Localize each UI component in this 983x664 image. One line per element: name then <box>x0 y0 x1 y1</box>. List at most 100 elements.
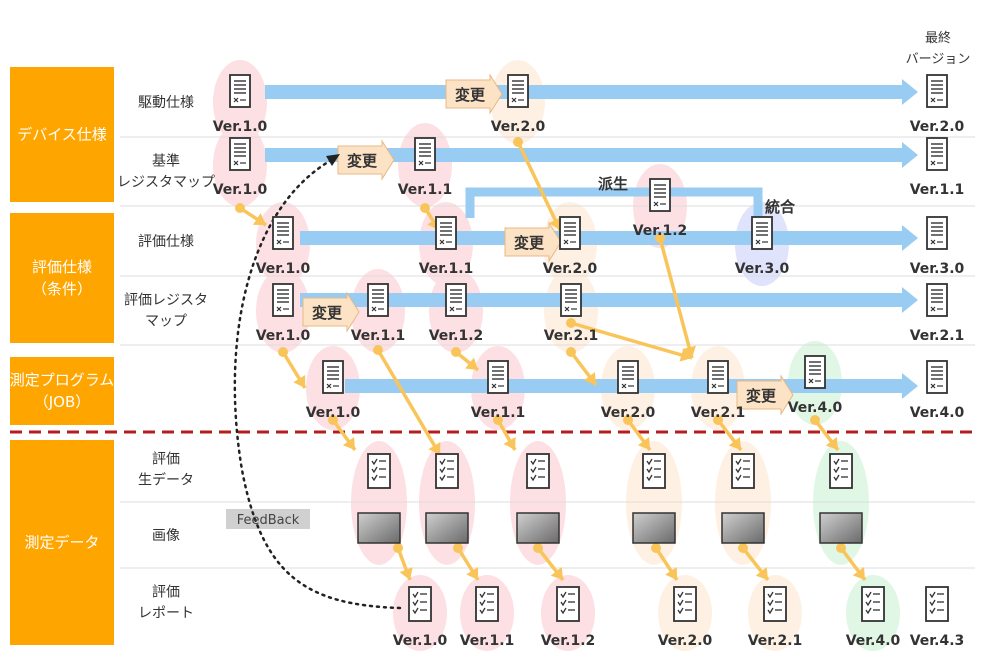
connector-arrowhead <box>252 213 266 225</box>
flow-connector <box>570 321 693 360</box>
document-icon <box>707 360 729 394</box>
check-mark <box>677 607 684 615</box>
category-label: 評価仕様 <box>32 258 92 276</box>
document-icon <box>367 283 389 317</box>
document-icon <box>751 216 773 250</box>
connector-dot <box>836 543 846 553</box>
image-icon <box>819 512 863 544</box>
document-icon <box>435 216 457 250</box>
version-label: Ver.1.0 <box>256 261 311 277</box>
feedback-arrowhead <box>326 154 340 166</box>
connector-arrowhead <box>852 567 865 580</box>
document-mark <box>371 306 377 312</box>
document-mark <box>653 201 659 207</box>
version-label: Ver.3.0 <box>910 261 965 277</box>
document-mark <box>276 239 282 245</box>
row-label: 駆動仕様 <box>138 95 194 111</box>
checklist-icon <box>829 453 853 489</box>
check-mark <box>412 599 419 607</box>
document-icon <box>322 360 344 394</box>
version-label: Ver.1.0 <box>306 405 361 421</box>
version-label: Ver.4.3 <box>910 633 965 649</box>
connector-dot <box>513 137 523 147</box>
connector-arrowhead <box>825 437 838 450</box>
category-label: 測定データ <box>24 534 99 552</box>
check-mark <box>735 474 742 482</box>
document-icon <box>229 74 251 108</box>
check-mark <box>735 458 742 466</box>
check-mark <box>735 466 742 474</box>
change-arrow <box>736 374 794 416</box>
checklist-icon <box>925 586 949 622</box>
change-arrow <box>302 291 360 333</box>
flow-connector <box>516 141 562 231</box>
document-icon <box>926 216 948 250</box>
connector-arrowhead <box>755 567 768 580</box>
document-icon <box>507 74 529 108</box>
version-label: Ver.1.2 <box>541 633 596 649</box>
check-mark <box>767 607 774 615</box>
document-mark <box>930 160 936 166</box>
category-label: （JOB） <box>34 393 91 411</box>
row-label: 評価 <box>152 452 180 468</box>
check-mark <box>412 607 419 615</box>
image-icon <box>425 512 469 544</box>
version-label: Ver.1.2 <box>429 328 484 344</box>
check-mark <box>479 591 486 599</box>
document-mark <box>621 383 627 389</box>
document-mark <box>233 160 239 166</box>
change-label: 変更 <box>455 86 486 104</box>
connector-dot <box>533 543 543 553</box>
version-label: Ver.1.2 <box>633 223 688 239</box>
check-mark <box>929 599 936 607</box>
document-mark <box>711 383 717 389</box>
document-mark <box>449 306 455 312</box>
version-label: Ver.1.1 <box>351 328 406 344</box>
image-icon <box>516 512 560 544</box>
document-icon <box>272 216 294 250</box>
connector-arrowhead <box>665 566 677 580</box>
checklist-icon <box>673 586 697 622</box>
document-mark <box>564 306 570 312</box>
document-icon <box>414 137 436 171</box>
check-mark <box>677 599 684 607</box>
feedback-label-bg <box>226 509 310 529</box>
check-mark <box>371 458 378 466</box>
derive-label: 派生 <box>598 175 628 193</box>
document-mark <box>439 239 445 245</box>
version-label: Ver.2.1 <box>910 328 965 344</box>
checklist-icon <box>526 453 550 489</box>
row-label: 生データ <box>138 472 194 489</box>
connector-dot <box>493 415 503 425</box>
connector-dot <box>393 543 403 553</box>
feedback-label: FeedBack <box>237 513 300 528</box>
version-label: Ver.1.1 <box>460 633 515 649</box>
row-label: 基準 <box>152 153 180 170</box>
version-label: Ver.3.0 <box>735 261 790 277</box>
check-mark <box>767 591 774 599</box>
document-mark <box>418 160 424 166</box>
document-mark <box>930 383 936 389</box>
document-icon <box>926 74 948 108</box>
feedback-curve <box>233 156 402 610</box>
row-label: マップ <box>145 314 187 330</box>
document-mark <box>326 383 332 389</box>
version-label: Ver.1.0 <box>393 633 448 649</box>
row-label: レポート <box>138 606 194 622</box>
check-mark <box>530 474 537 482</box>
connector-dot <box>328 415 338 425</box>
connector-arrowhead <box>399 567 413 580</box>
version-label: Ver.1.0 <box>256 328 311 344</box>
check-mark <box>560 607 567 615</box>
document-icon <box>445 283 467 317</box>
check-mark <box>646 466 653 474</box>
check-mark <box>560 591 567 599</box>
connector-dot <box>420 203 430 213</box>
connector-arrowhead <box>342 436 355 450</box>
version-label: Ver.1.0 <box>213 182 268 198</box>
connector-dot <box>655 233 665 243</box>
document-icon <box>804 355 826 389</box>
version-label: Ver.2.0 <box>658 633 713 649</box>
check-mark <box>530 458 537 466</box>
connector-arrowhead <box>428 441 441 455</box>
